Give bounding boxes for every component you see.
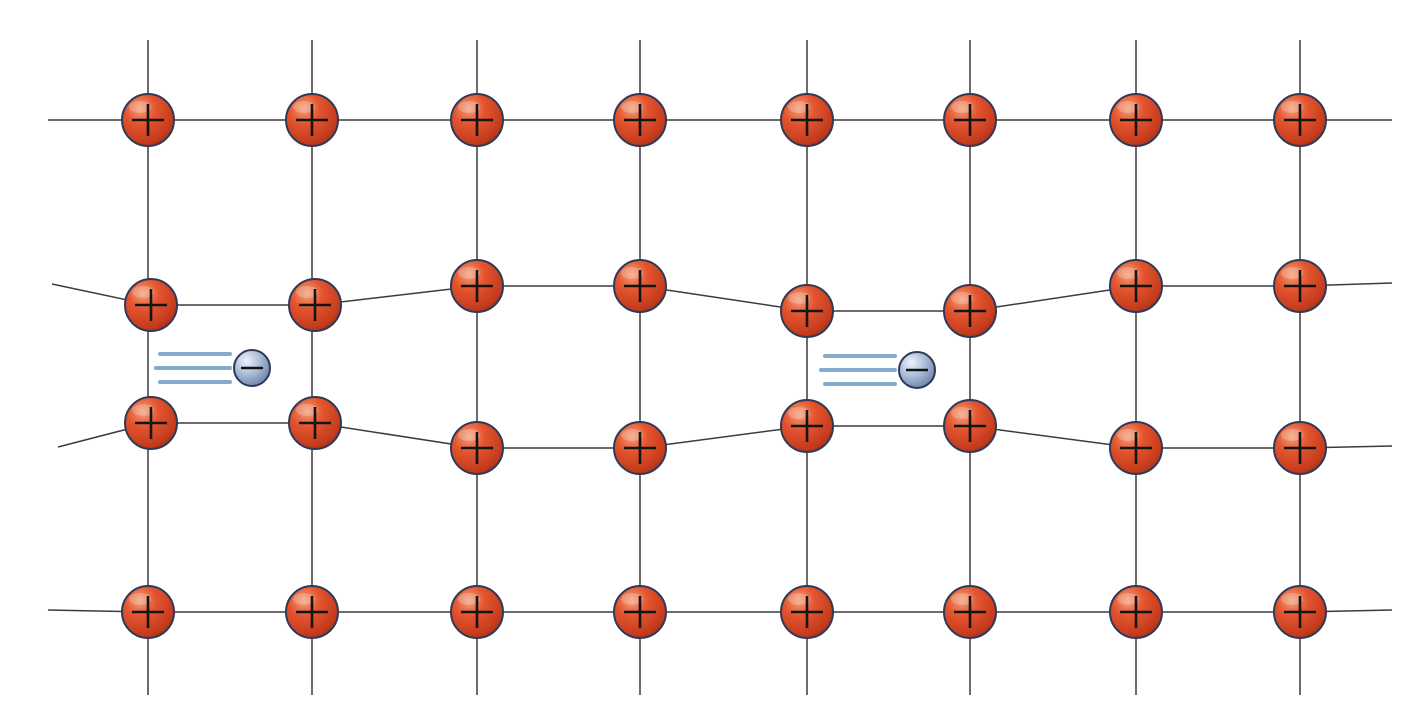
free-electron (898, 351, 936, 389)
positive-ion (285, 585, 339, 639)
ion-highlight (1281, 429, 1303, 441)
positive-ion (1109, 93, 1163, 147)
ion-highlight (621, 593, 643, 605)
positive-ion (613, 585, 667, 639)
ion-highlight (1281, 267, 1303, 279)
positive-ion (1273, 259, 1327, 313)
ion-highlight (788, 407, 810, 419)
ion-highlight (788, 101, 810, 113)
motion-trail-icon (819, 354, 897, 386)
ion-highlight (458, 267, 480, 279)
ion-highlight (458, 593, 480, 605)
ion-highlight (788, 292, 810, 304)
positive-ion (450, 421, 504, 475)
positive-ion (943, 585, 997, 639)
ion-highlight (1117, 593, 1139, 605)
ion-highlight (129, 593, 151, 605)
ion-highlight (1117, 429, 1139, 441)
positive-ion (613, 421, 667, 475)
positive-ion (285, 93, 339, 147)
ion-highlight (129, 101, 151, 113)
ion-highlight (296, 286, 318, 298)
positive-ion (450, 93, 504, 147)
positive-ion (1273, 421, 1327, 475)
positive-ion (1273, 585, 1327, 639)
positive-ion (450, 585, 504, 639)
positive-ion (1109, 585, 1163, 639)
ion-highlight (1281, 101, 1303, 113)
positive-ion (613, 259, 667, 313)
ion-highlight (132, 404, 154, 416)
positive-ion (1273, 93, 1327, 147)
ion-highlight (951, 407, 973, 419)
ion-highlight (132, 286, 154, 298)
positive-ion (124, 396, 178, 450)
positive-ion (288, 278, 342, 332)
motion-trail-icon (154, 352, 232, 384)
positive-ion (943, 284, 997, 338)
positive-ion (1109, 421, 1163, 475)
ion-highlight (951, 593, 973, 605)
positive-ion (121, 585, 175, 639)
ion-highlight (951, 101, 973, 113)
positive-ion (450, 259, 504, 313)
ion-highlight (1281, 593, 1303, 605)
positive-ion (780, 93, 834, 147)
positive-ion (780, 284, 834, 338)
positive-ion (780, 399, 834, 453)
positive-ion (613, 93, 667, 147)
ion-highlight (788, 593, 810, 605)
positive-ion (288, 396, 342, 450)
ion-highlight (293, 101, 315, 113)
positive-ion (943, 399, 997, 453)
ion-highlight (293, 593, 315, 605)
positive-ion (1109, 259, 1163, 313)
ion-highlight (458, 429, 480, 441)
positive-ions (121, 93, 1327, 639)
lattice-bonds (47, 40, 1393, 695)
lattice-horizontal-bond (47, 609, 1393, 613)
ion-highlight (951, 292, 973, 304)
free-electron (233, 349, 271, 387)
ion-highlight (1117, 267, 1139, 279)
lattice-horizontal-bond (51, 282, 1393, 312)
positive-ion (943, 93, 997, 147)
free-electrons (233, 349, 936, 389)
ion-highlight (621, 267, 643, 279)
ion-highlight (621, 429, 643, 441)
electron-motion-trails (154, 352, 897, 386)
ion-highlight (458, 101, 480, 113)
ion-highlight (1117, 101, 1139, 113)
ion-highlight (296, 404, 318, 416)
positive-ion (121, 93, 175, 147)
lattice-horizontal-bond (57, 422, 1393, 449)
positive-ion (780, 585, 834, 639)
positive-ion (124, 278, 178, 332)
ion-highlight (621, 101, 643, 113)
